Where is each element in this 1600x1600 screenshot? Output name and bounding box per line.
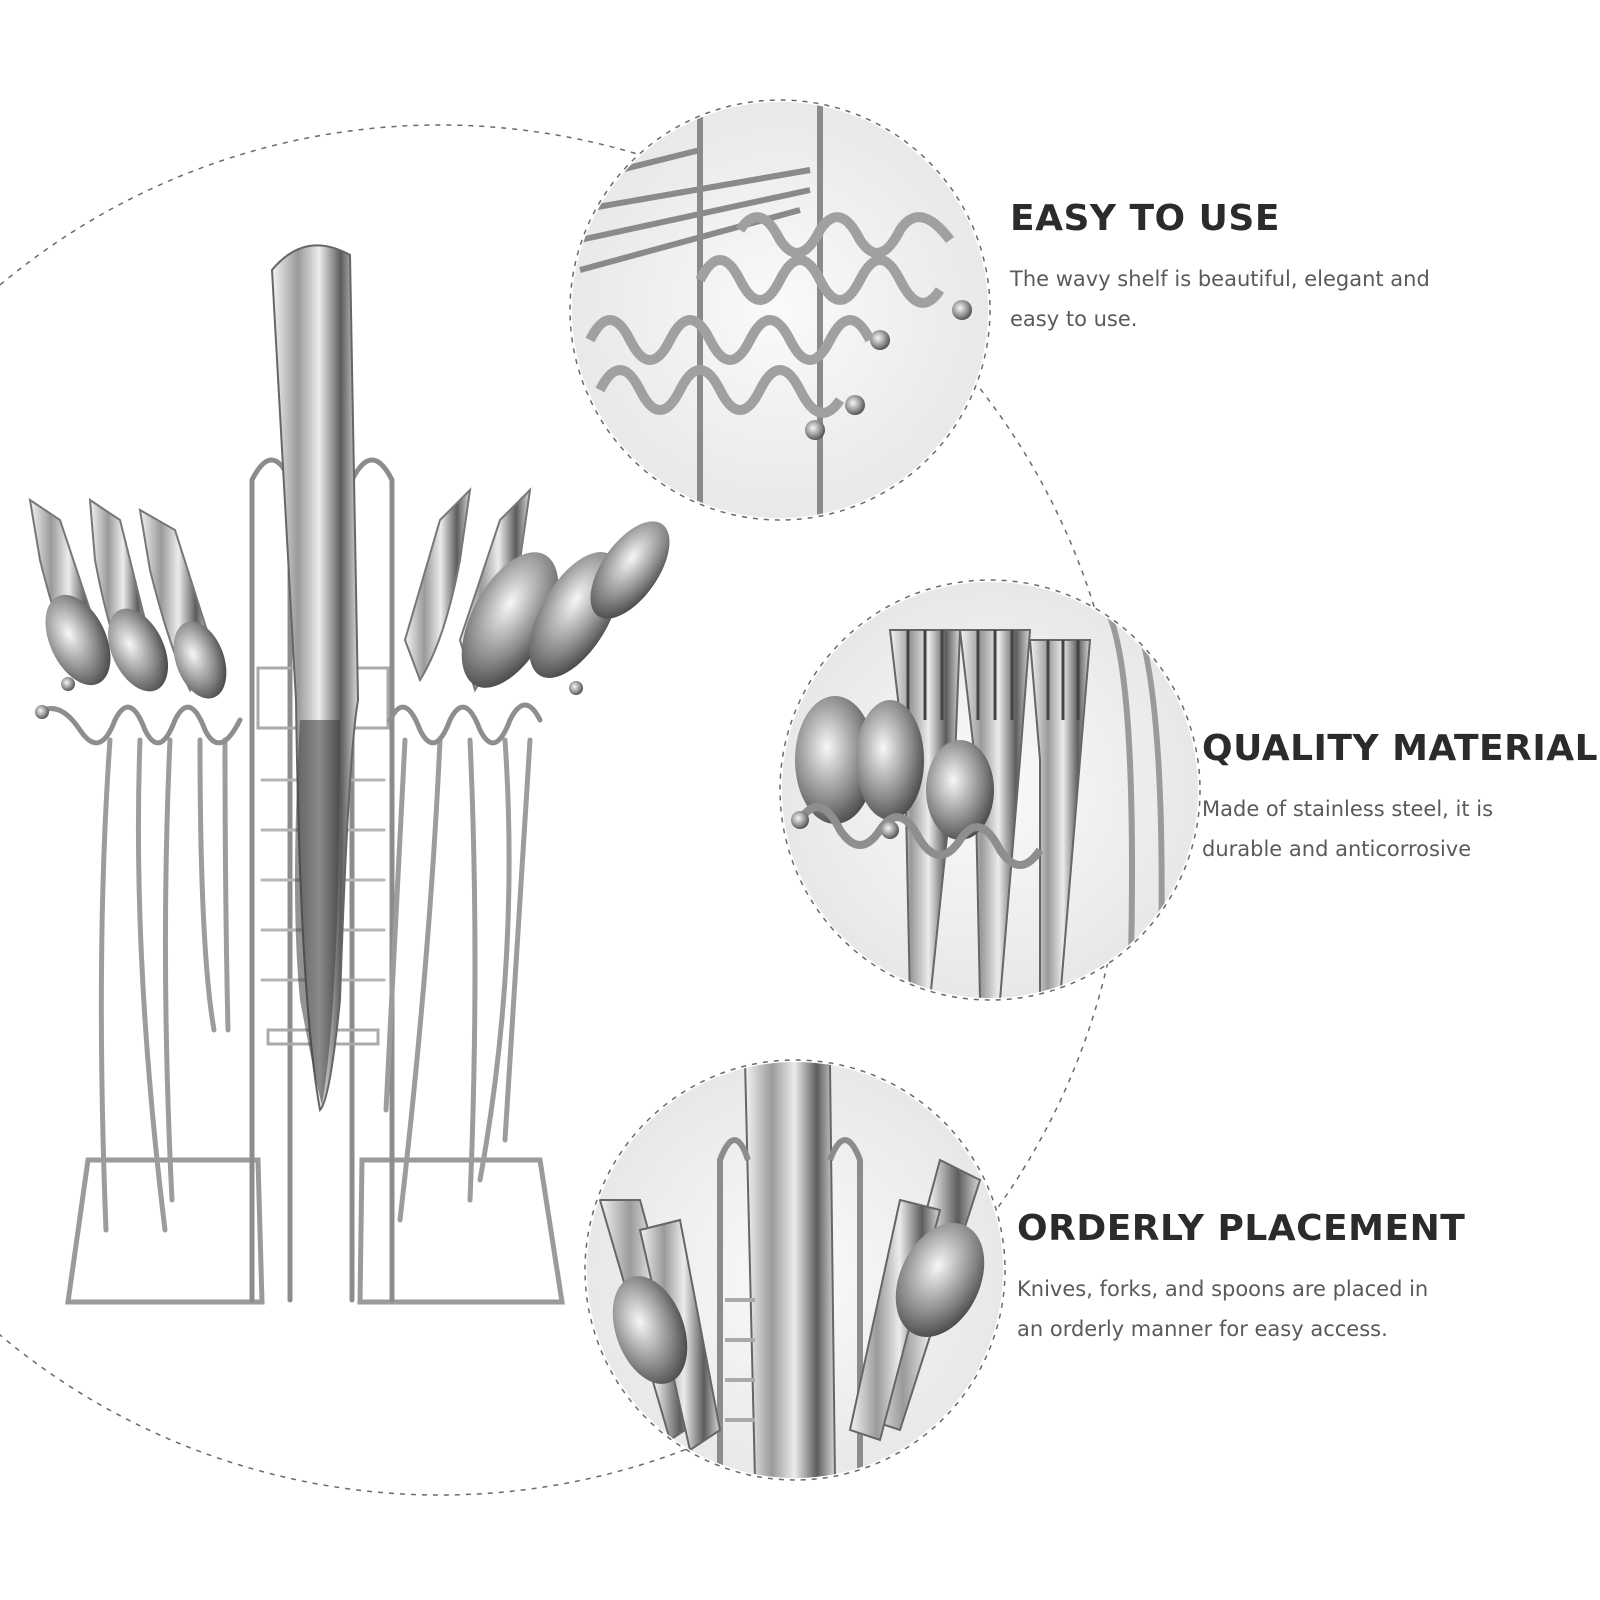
main-cutlery-rack [28, 244, 670, 1305]
feature-orderly-placement: ORDERLY PLACEMENT Knives, forks, and spo… [1017, 1208, 1465, 1349]
feature-quality-material: QUALITY MATERIAL Made of stainless steel… [1202, 728, 1598, 869]
feature-title: QUALITY MATERIAL [1202, 728, 1599, 769]
feature-description: Made of stainless steel, it is durable a… [1202, 797, 1494, 861]
feature-title: EASY TO USE [1010, 198, 1280, 239]
feature-title: ORDERLY PLACEMENT [1017, 1208, 1466, 1249]
detail-wavy-shelf [572, 102, 988, 518]
feature-description: Knives, forks, and spoons are placed in … [1017, 1277, 1429, 1341]
feature-easy-to-use: EASY TO USE The wavy shelf is beautiful,… [1010, 198, 1430, 339]
detail-forks-spoons [782, 582, 1198, 998]
detail-knife-holder [587, 1062, 1003, 1478]
feature-description: The wavy shelf is beautiful, elegant and… [1010, 267, 1430, 331]
